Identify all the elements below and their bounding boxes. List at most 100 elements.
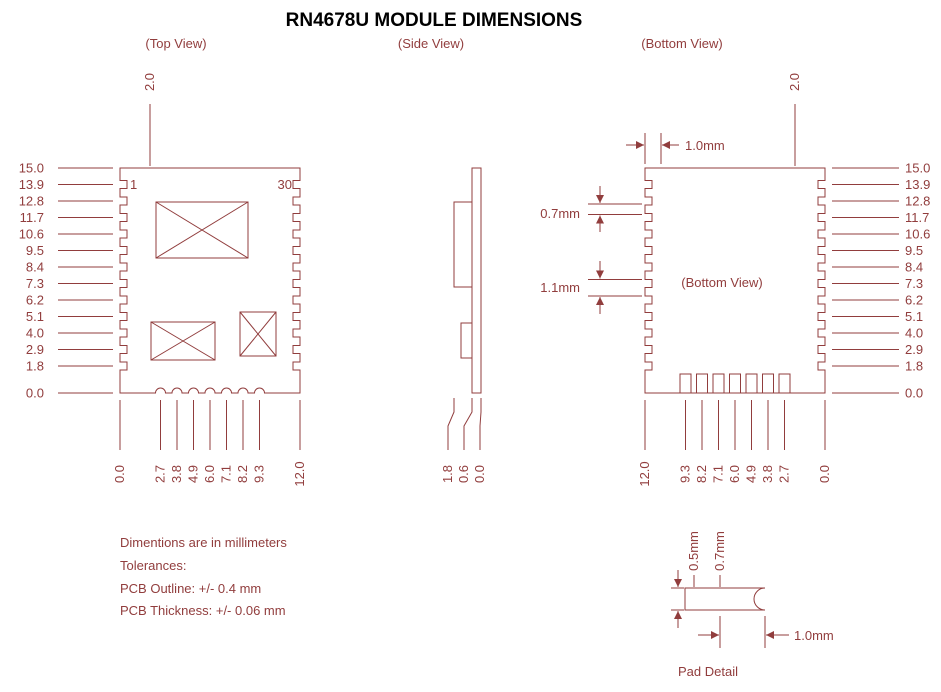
pad-detail-label: Pad Detail <box>678 664 738 679</box>
dimension-label: 0.7mm <box>712 531 727 571</box>
left-dimension-axis: 15.013.9 12.811.7 10.69.5 8.47.3 6.25.1 4.02.… <box>19 161 113 401</box>
dimension-label: 0.0 <box>472 465 487 483</box>
dimension-label: 4.0 <box>905 326 923 341</box>
notes: Dimentions are in millimeters Tolerances… <box>120 535 287 618</box>
dimension-label: 0.6 <box>456 465 471 483</box>
dim-0_7mm: 0.7mm <box>540 186 642 232</box>
dimension-label: 9.5 <box>26 243 44 258</box>
top-view-outline <box>119 167 301 394</box>
bottom-view-label: (Bottom View) <box>641 36 722 51</box>
dimension-label: 3.8 <box>760 465 775 483</box>
component-outline <box>150 321 216 361</box>
shield-profile <box>453 201 473 288</box>
side-view-label: (Side View) <box>398 36 464 51</box>
component-outline <box>155 201 249 259</box>
dimension-label: 8.4 <box>26 260 44 275</box>
dimension-label: 1.8 <box>26 359 44 374</box>
dimension-label: 11.7 <box>905 210 929 225</box>
dimension-label: 11.7 <box>20 210 44 225</box>
pcb-profile <box>471 167 482 394</box>
dimension-label: 6.2 <box>905 293 923 308</box>
dimension-label: 1.8 <box>440 465 455 483</box>
dimension-label: 9.5 <box>905 243 923 258</box>
dimension-label: 6.0 <box>727 465 742 483</box>
dimension-label: 0.0 <box>26 386 44 401</box>
pin-30-label: 30 <box>278 177 292 192</box>
component-2 <box>150 321 216 361</box>
dim-1_0mm: 1.0mm <box>626 133 725 164</box>
bottom-view: (Bottom View) 2.0 1.0mm 0.7mm 1.1mm <box>540 73 826 394</box>
dimension-label: 10.6 <box>905 227 930 242</box>
pad <box>729 373 741 394</box>
dimension-label: 2.7 <box>153 465 168 483</box>
dimension-label: 4.9 <box>744 465 759 483</box>
top-view-label: (Top View) <box>145 36 206 51</box>
dimension-label: 6.2 <box>26 293 44 308</box>
leader-line <box>479 398 482 450</box>
pad <box>712 373 725 394</box>
dimension-label: 2.9 <box>905 342 923 357</box>
note-line: Tolerances: <box>120 558 186 573</box>
dimension-label: 0.5mm <box>686 531 701 571</box>
dimension-label: 2.9 <box>26 342 44 357</box>
pad <box>696 373 708 394</box>
dimension-label: 0.0 <box>817 465 832 483</box>
dimension-label: 6.0 <box>202 465 217 483</box>
dimension-label: 7.3 <box>905 276 923 291</box>
bottom-view-inner-label: (Bottom View) <box>681 275 762 290</box>
dimension-label: 12.0 <box>292 461 307 486</box>
dimension-label: 2.7 <box>777 465 792 483</box>
pad <box>762 373 774 394</box>
top-view: 1 30 2.0 <box>119 73 301 394</box>
side-view: 1.8 0.6 0.0 <box>440 167 487 483</box>
dimension-label: 0.0 <box>905 386 923 401</box>
dimension-label: 5.1 <box>26 309 44 324</box>
dimension-label: 7.1 <box>711 465 726 483</box>
dimension-label: 12.0 <box>637 461 652 486</box>
dimension-label: 10.6 <box>19 227 44 242</box>
note-line: Dimentions are in millimeters <box>120 535 287 550</box>
dimension-label: 4.0 <box>26 326 44 341</box>
dimension-label: 7.3 <box>26 276 44 291</box>
dimension-label: 1.0mm <box>794 628 834 643</box>
shield-component <box>155 201 249 259</box>
component-profile <box>460 322 473 359</box>
dimension-label: 5.1 <box>905 309 923 324</box>
bottom-pads <box>679 373 791 394</box>
dimension-label: 12.8 <box>19 194 44 209</box>
dimension-label: 9.3 <box>252 465 267 483</box>
dimension-label: 15.0 <box>19 161 44 176</box>
dim-2mm-label: 2.0 <box>787 73 802 91</box>
dimension-label: 12.8 <box>905 194 930 209</box>
dimension-label: 8.2 <box>235 465 250 483</box>
pad-detail: 0.5mm 0.7mm 1.0mm Pad Detail <box>671 531 834 679</box>
dim-2mm-label: 2.0 <box>142 73 157 91</box>
dimension-label: 13.9 <box>19 177 44 192</box>
component-outline <box>239 311 277 357</box>
dimension-label: 7.1 <box>219 465 234 483</box>
pad-shape <box>684 587 766 611</box>
page-title: RN4678U MODULE DIMENSIONS <box>286 10 583 31</box>
dim-1_1mm: 1.1mm <box>540 261 642 314</box>
leader-line <box>447 398 455 450</box>
note-line: PCB Outline: +/- 0.4 mm <box>120 581 261 596</box>
dimension-label: 15.0 <box>905 161 930 176</box>
note-line: PCB Thickness: +/- 0.06 mm <box>120 603 286 618</box>
dimension-label: 4.9 <box>186 465 201 483</box>
dimension-label: 1.0mm <box>685 138 725 153</box>
component-diagonal <box>239 311 277 357</box>
dimension-label: 3.8 <box>169 465 184 483</box>
leader-line <box>463 398 473 450</box>
component-diagonal <box>150 321 216 361</box>
dimension-label: 13.9 <box>905 177 930 192</box>
dimension-label: 0.7mm <box>540 206 580 221</box>
dimension-label: 9.3 <box>678 465 693 483</box>
dimension-label: 8.2 <box>694 465 709 483</box>
component-diagonal <box>155 201 249 259</box>
right-dimension-axis: 15.013.9 12.811.7 10.69.5 8.47.3 6.25.1 4.02.… <box>832 161 930 401</box>
component-3 <box>239 311 277 357</box>
dimension-label: 8.4 <box>905 260 923 275</box>
